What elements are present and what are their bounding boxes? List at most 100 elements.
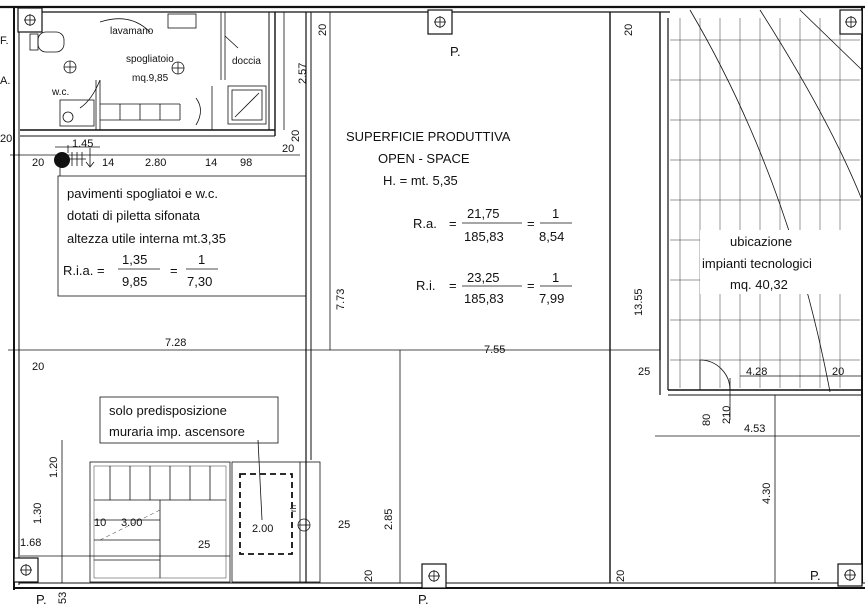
dim-label: 20: [317, 24, 329, 36]
pillar-bottom-right: [837, 563, 863, 587]
stairs: [89, 461, 231, 583]
dim-label: 20: [282, 143, 294, 155]
ra-eq: =: [527, 216, 535, 231]
elevator-note-line2: muraria imp. ascensore: [109, 424, 245, 439]
pillar-label: P.: [418, 592, 429, 604]
ra-den: 185,83: [464, 229, 504, 244]
edge-label-f: F.: [0, 35, 9, 47]
pavement-note-line3: altezza utile interna mt.3,35: [67, 231, 226, 246]
room-label-lavamano: lavamano: [110, 26, 154, 37]
wc-tray-icon: [59, 99, 95, 127]
room-label-doccia: doccia: [232, 56, 261, 67]
pillar-top-center: [427, 9, 453, 35]
washbasin-icon: [167, 13, 197, 29]
dim-label: 7.28: [165, 337, 186, 349]
pavement-note-line1: pavimenti spogliatoi e w.c.: [67, 186, 218, 201]
dim-label: 80: [701, 414, 713, 426]
dim-label: 1.45: [72, 138, 93, 150]
ria-num: 1,35: [122, 252, 147, 267]
ri-result-num: 1: [552, 270, 559, 285]
ra-label: R.a.: [413, 216, 437, 231]
dim-label: 14: [102, 157, 114, 169]
dim-label: 2.85: [383, 509, 395, 530]
ra-num: 21,75: [467, 206, 500, 221]
dim-label: 25: [338, 519, 350, 531]
production-subtitle: OPEN - SPACE: [378, 151, 470, 166]
ria-result-den: 7,30: [187, 274, 212, 289]
pillars: [13, 7, 863, 589]
dim-label: 98: [240, 157, 252, 169]
dim-label: 20: [615, 570, 627, 582]
elevator-shaft: [231, 439, 321, 583]
tech-door: [699, 359, 731, 420]
ri-label: R.i.: [416, 278, 436, 293]
dim-label: 1.20: [48, 457, 60, 478]
dim-label: 20: [0, 133, 12, 145]
dim-label: 25: [638, 366, 650, 378]
production-title: SUPERFICIE PRODUTTIVA: [346, 129, 511, 144]
pillar-label: P.: [36, 592, 47, 604]
room-label-wc: w.c.: [51, 87, 69, 98]
dim-label: 20: [832, 366, 844, 378]
dim-label: 2.80: [145, 157, 166, 169]
dim-label: 14: [205, 157, 217, 169]
pillar-bottom-center: [421, 563, 447, 589]
toilet-fixtures: [29, 13, 267, 168]
edge-label-a: A.: [0, 75, 10, 87]
pillar-label: P.: [450, 44, 461, 59]
piletta-icon: [54, 152, 70, 168]
elevator-note-line1: solo predisposizione: [109, 403, 227, 418]
dim-label: 53: [57, 592, 69, 604]
dim-label: 20: [32, 361, 44, 373]
pavement-note-box: [57, 175, 307, 297]
tech-area-hatch: [670, 9, 863, 393]
tech-label-line2: impianti tecnologici: [702, 256, 812, 271]
ria-label: R.i.a. =: [63, 263, 105, 278]
dim-label: 20: [363, 570, 375, 582]
dim-label: 4.28: [746, 366, 767, 378]
pillar-top-right: [839, 9, 863, 35]
dim-label: 4.30: [761, 483, 773, 504]
pillar-top-left: [17, 7, 43, 33]
toilet-icon: [37, 31, 65, 53]
dim-label: 1.30: [32, 503, 44, 524]
ri-result-den: 7,99: [539, 291, 564, 306]
pillar-bottom-left: [13, 557, 39, 583]
tech-area: mq. 40,32: [730, 277, 788, 292]
ria-den: 9,85: [122, 274, 147, 289]
room-label-spogliatoio: spogliatoio: [126, 54, 174, 65]
dim-label: 2.00: [252, 523, 273, 535]
dim-label: 20: [32, 157, 44, 169]
ri-num: 23,25: [467, 270, 500, 285]
dim-label: 25: [198, 539, 210, 551]
dim-label: 20: [290, 130, 302, 142]
dim-label: 7.55: [484, 344, 505, 356]
ri-eq: =: [527, 278, 535, 293]
dim-label: 10: [94, 517, 106, 529]
dim-label: 20: [623, 24, 635, 36]
dim-label: 13.55: [633, 288, 645, 316]
ra-result-den: 8,54: [539, 229, 564, 244]
dim-label: rh: [289, 505, 298, 512]
elevator-note-box: [99, 396, 279, 444]
dim-label: 3.00: [121, 517, 142, 529]
dim-label: 4.53: [744, 423, 765, 435]
shower-tray-icon: [227, 85, 267, 125]
ri-den: 185,83: [464, 291, 504, 306]
dim-label: 7.73: [335, 289, 347, 310]
tech-label-line1: ubicazione: [730, 234, 792, 249]
pillar-label: P.: [810, 568, 821, 583]
pavement-note-line2: dotati di piletta sifonata: [67, 208, 201, 223]
room-area-spogliatoio: mq.9,85: [132, 73, 169, 84]
ria-result-num: 1: [198, 252, 205, 267]
walls: [0, 5, 865, 590]
ria-eq: =: [170, 263, 178, 278]
dim-label: 2.57: [297, 63, 309, 84]
dimension-lines: [8, 12, 862, 583]
svg-text:=: =: [449, 278, 457, 293]
svg-text:=: =: [449, 216, 457, 231]
production-height: H. = mt. 5,35: [383, 173, 458, 188]
ra-result-num: 1: [552, 206, 559, 221]
dim-label: 1.68: [20, 537, 41, 549]
